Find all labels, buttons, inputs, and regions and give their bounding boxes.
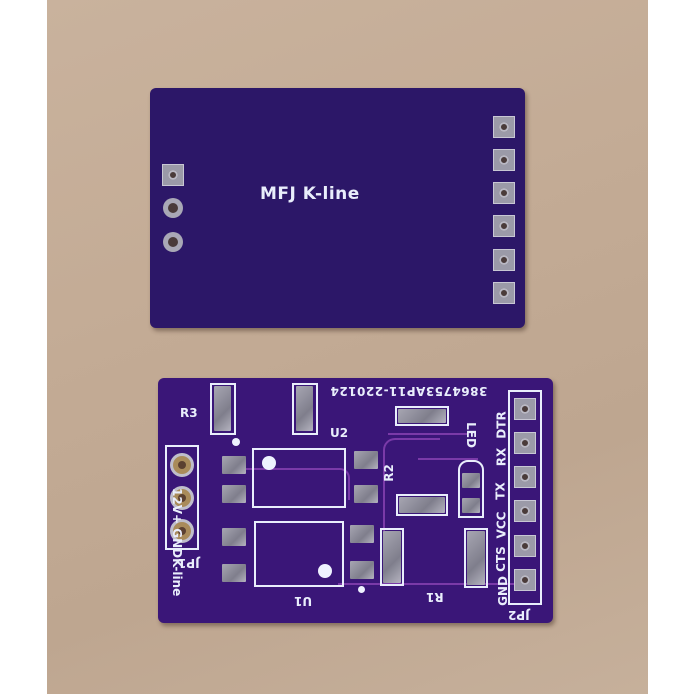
through-hole-pad — [163, 232, 183, 252]
r1-pad — [383, 531, 401, 583]
pcb-back-side: MFJ K-line — [150, 88, 525, 328]
led-pad — [462, 473, 480, 488]
header-pad — [493, 149, 515, 171]
pin-vcc: VCC — [494, 511, 509, 539]
u2-label: U2 — [330, 426, 349, 440]
jp2-pin — [514, 398, 536, 420]
pin-tx: TX — [493, 482, 508, 500]
board-label: MFJ K-line — [260, 184, 360, 204]
jp1-pin — [173, 489, 191, 507]
through-hole-pad — [163, 198, 183, 218]
u2-pin1-dot — [262, 456, 276, 470]
pin-kline: K-line — [170, 558, 184, 597]
copper-trace — [228, 468, 350, 500]
u1-pin1-dot — [318, 564, 332, 578]
r2-top-pad — [398, 409, 446, 423]
r1-pad-2 — [467, 531, 485, 585]
jp1-pin — [173, 522, 191, 540]
jp2-pin — [514, 466, 536, 488]
r3-outline — [210, 383, 236, 435]
pin-dtr: DTR — [494, 411, 509, 439]
r3-pad-2 — [296, 386, 313, 431]
jp2-label: JP2 — [508, 608, 530, 622]
u2-pad — [354, 451, 378, 469]
r3-label: R3 — [180, 406, 198, 420]
through-hole-pad — [162, 164, 184, 186]
jp2-pin — [514, 500, 536, 522]
r2-label: R2 — [381, 464, 396, 482]
r3-pad — [214, 386, 231, 431]
u1-pad — [222, 564, 246, 582]
u1-pad — [350, 561, 374, 579]
led-outline — [458, 460, 484, 518]
pin-12v: 12V+ — [170, 488, 184, 525]
r3-outline-2 — [292, 383, 318, 435]
u2-outline — [252, 448, 346, 508]
pin-rx: RX — [494, 447, 509, 467]
copper-trace — [338, 583, 518, 600]
pin-gnd: GND — [170, 528, 184, 559]
header-pad — [493, 116, 515, 138]
u2-pad — [354, 485, 378, 503]
header-pad — [493, 282, 515, 304]
jp2-outline — [508, 390, 542, 605]
r2-top-outline — [395, 406, 449, 426]
u2-pad — [222, 485, 246, 503]
header-pad — [493, 182, 515, 204]
jp1-outline — [165, 445, 199, 550]
r1-outline — [380, 528, 404, 586]
jp2-pin — [514, 432, 536, 454]
r2-pad — [399, 497, 445, 513]
copper-trace — [388, 433, 468, 436]
jp2-pin — [514, 569, 536, 591]
led-label: LED — [463, 422, 478, 448]
u1-label: U1 — [294, 594, 313, 608]
via-marker — [358, 586, 365, 593]
copper-trace — [383, 438, 440, 570]
r1-label: R1 — [426, 590, 444, 604]
r1-outline-2 — [464, 528, 488, 588]
header-pad — [493, 249, 515, 271]
jp2-pin — [514, 535, 536, 557]
order-code: 3864753AP11-220124 — [330, 384, 488, 398]
led-pad — [462, 498, 480, 513]
copper-trace — [418, 438, 478, 460]
r2-outline — [396, 494, 448, 516]
pin1-marker — [232, 438, 240, 446]
pin-gnd: GND — [495, 576, 510, 606]
jp1-pin — [173, 456, 191, 474]
pin-cts: CTS — [493, 546, 508, 572]
pcb-front-side: JP1 12V+ GNDK-line R3 U2 U1 R2 — [158, 378, 553, 623]
u2-pad — [222, 456, 246, 474]
jp1-pin-labels: 12V+ GNDK-line — [170, 488, 184, 596]
u1-pad — [350, 525, 374, 543]
header-pad — [493, 215, 515, 237]
u1-outline — [254, 521, 344, 587]
u1-pad — [222, 528, 246, 546]
